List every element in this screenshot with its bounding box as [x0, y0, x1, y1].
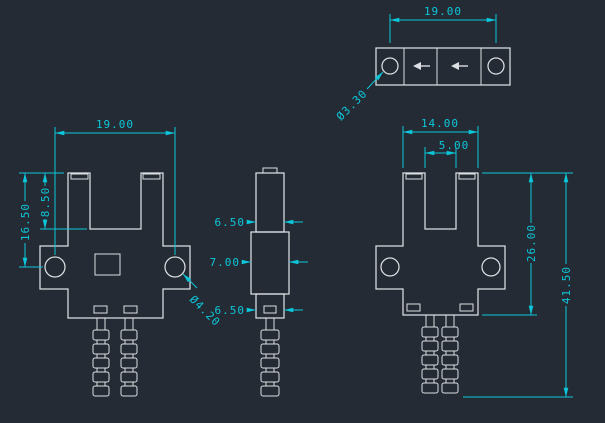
dim-right-total-height: 41.50: [463, 173, 573, 398]
front-view: 19.00 16.50 8.50 Ø4.20: [19, 118, 223, 397]
right-view-hole-left: [380, 257, 400, 277]
right-view-prong-detail: [405, 173, 423, 180]
front-view-hole-left: [44, 256, 66, 278]
front-view-pin: [92, 317, 110, 397]
dim-right-body-width-text: 14.00: [421, 117, 459, 130]
right-view-prong-detail: [458, 173, 476, 180]
side-view-mid-section: [250, 231, 290, 295]
dim-front-slot-depth-text: 8.50: [39, 187, 52, 218]
side-view: 6.50 7.00 6.50: [210, 167, 308, 397]
front-view-prong-detail: [142, 173, 161, 180]
side-view-pin-base: [263, 305, 277, 314]
dim-side-bottom-width-text: 6.50: [215, 304, 246, 317]
right-front-view: 14.00 5.00 26.00 41.50: [375, 117, 573, 398]
dim-front-hole-dia: Ø4.20: [182, 273, 223, 329]
right-view-pin-base: [459, 303, 474, 312]
dim-right-body-height: 26.00: [482, 172, 573, 316]
dim-side-mid-width-text: 7.00: [210, 256, 241, 269]
top-view-body: [375, 47, 511, 86]
left-arrow-icon: [413, 62, 430, 70]
side-view-top-section: [255, 172, 285, 233]
front-view-hole-right: [164, 256, 186, 278]
dim-side-top-width: 6.50: [215, 216, 303, 229]
right-view-body: [375, 172, 506, 316]
dim-right-slot-width-text: 5.00: [439, 139, 470, 152]
dim-top-hole-spacing-text: 19.00: [424, 5, 462, 18]
dim-front-height-to-hole: 16.50: [19, 172, 64, 268]
front-view-prong-detail: [70, 173, 89, 180]
left-arrow-icon: [451, 62, 468, 70]
dim-top-hole-dia: Ø3.30: [334, 71, 384, 123]
side-view-top-detail: [262, 167, 278, 174]
dim-front-width-text: 19.00: [96, 118, 134, 131]
dim-side-top-width-text: 6.50: [215, 216, 246, 229]
front-view-body: [39, 172, 191, 319]
dim-top-hole-spacing: 19.00: [389, 5, 497, 43]
dim-right-body-height-text: 26.00: [525, 224, 538, 262]
side-view-pin: [260, 317, 280, 397]
top-view-hole-left: [381, 57, 399, 75]
front-view-pin-base: [123, 305, 138, 314]
dim-side-mid-width: 7.00: [210, 256, 308, 269]
dim-right-slot-width: 5.00: [424, 139, 470, 168]
right-view-pin: [421, 314, 439, 394]
dim-right-total-height-text: 41.50: [560, 266, 573, 304]
right-view-pin: [441, 314, 459, 394]
dim-top-hole-dia-text: Ø3.30: [334, 87, 370, 123]
front-view-window: [94, 253, 121, 276]
dim-front-slot-depth: 8.50: [39, 173, 87, 230]
top-view: 19.00 Ø3.30: [334, 5, 511, 123]
right-view-hole-right: [481, 257, 501, 277]
front-view-pin: [120, 317, 138, 397]
right-view-pin-base: [406, 303, 421, 312]
front-view-pin-base: [93, 305, 108, 314]
dim-right-body-width: 14.00: [402, 117, 479, 168]
top-view-hole-right: [487, 57, 505, 75]
dim-front-width: 19.00: [54, 118, 176, 255]
dim-front-height-to-hole-text: 16.50: [19, 203, 32, 241]
dim-side-bottom-width: 6.50: [215, 304, 303, 317]
